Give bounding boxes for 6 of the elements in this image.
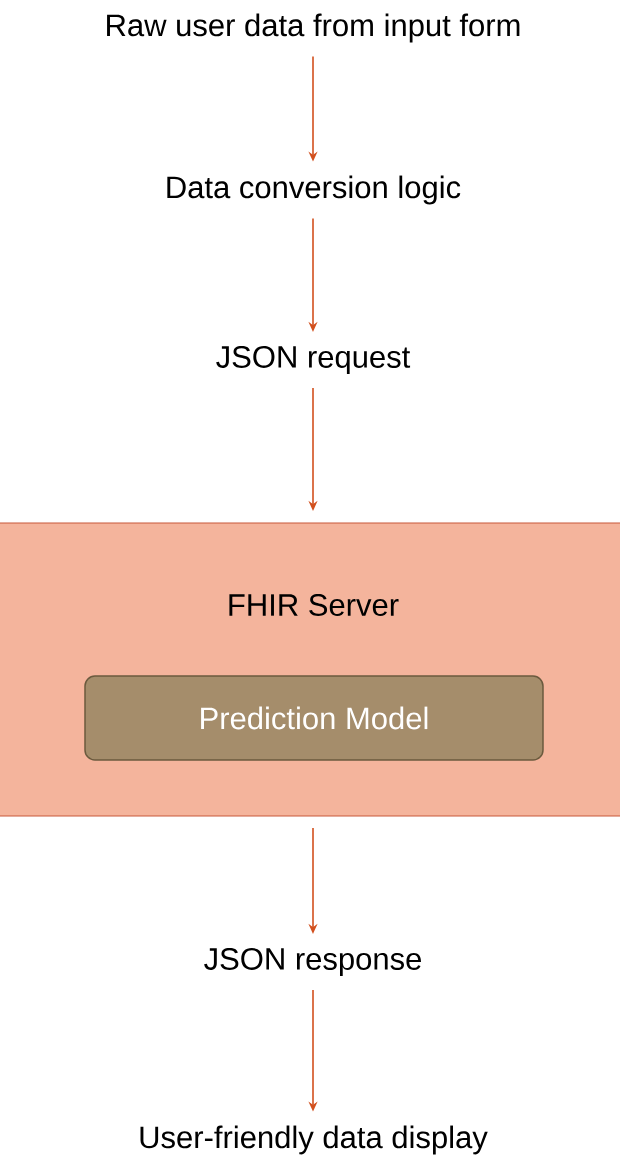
step-label: Data conversion logic (167, 175, 461, 205)
step-label: JSON response (204, 947, 421, 977)
model-box: Prediction Model (84, 675, 544, 761)
step-label: Raw user data from input form (107, 13, 520, 43)
step-label: User-friendly data display (140, 1125, 488, 1155)
step-label: JSON request (216, 345, 411, 375)
